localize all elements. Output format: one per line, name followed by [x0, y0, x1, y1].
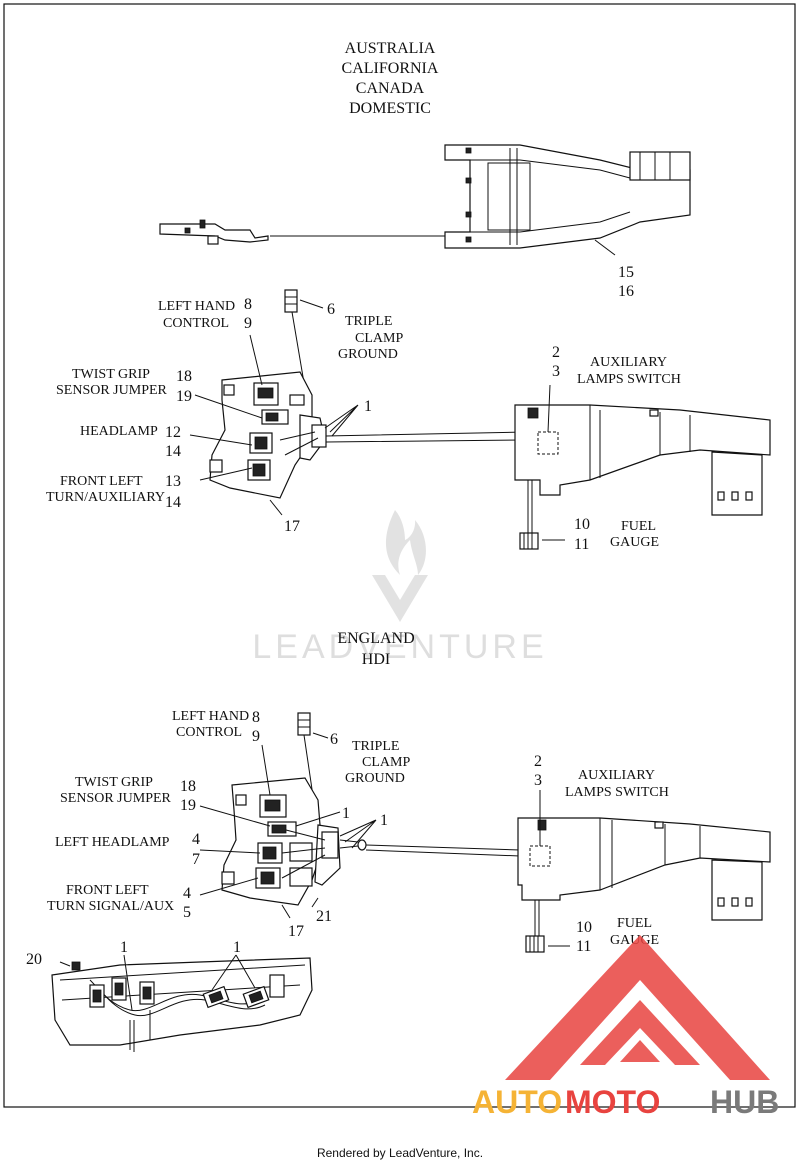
leader-17-bottom — [281, 904, 291, 919]
callout-1-top: 1 — [364, 398, 372, 415]
label-lamps-switch-top: LAMPS SWITCH — [577, 372, 681, 387]
triple-clamp-ground-connector-top — [284, 289, 324, 431]
logo-triangle-inner — [580, 1000, 700, 1065]
callout-1c: 1 — [120, 939, 128, 956]
callout-6: 6 — [327, 301, 335, 318]
callout-8-bottom: 8 — [252, 709, 260, 726]
callout-16: 16 — [618, 283, 634, 300]
callout-5: 5 — [183, 904, 191, 921]
label-triple-bottom: TRIPLE — [352, 739, 399, 754]
callout-13: 13 — [165, 473, 181, 490]
callout-19-bottom: 19 — [180, 797, 196, 814]
callout-2-bottom: 2 — [534, 753, 542, 770]
callout-3-bottom: 3 — [534, 772, 542, 789]
label-clamp-bottom: CLAMP — [362, 755, 410, 770]
label-triple: TRIPLE — [345, 314, 392, 329]
label-control: CONTROL — [163, 316, 229, 331]
callout-2-top: 2 — [552, 344, 560, 361]
label-control-bottom: CONTROL — [176, 725, 242, 740]
leader-17-top — [269, 499, 283, 516]
logo-text-auto: AUTO — [472, 1084, 562, 1120]
callout-1d: 1 — [233, 939, 241, 956]
fairing-harness-20 — [51, 957, 313, 1052]
footer-credit: Rendered by LeadVenture, Inc. — [316, 1146, 484, 1160]
wiring-harness-15-16 — [159, 144, 691, 256]
callout-10-bottom: 10 — [576, 919, 592, 936]
callout-9-bottom: 9 — [252, 728, 260, 745]
label-left-headlamp: LEFT HEADLAMP — [55, 835, 170, 850]
label-ground-bottom: GROUND — [345, 771, 405, 786]
callout-6-bottom: 6 — [330, 731, 338, 748]
callout-17-top: 17 — [284, 518, 300, 535]
label-twist-grip-bottom: TWIST GRIP — [75, 775, 153, 790]
label-lamps-switch-bottom: LAMPS SWITCH — [565, 785, 669, 800]
leader-1-top — [324, 404, 359, 437]
leader-1d — [211, 954, 256, 991]
callout-14a: 14 — [165, 443, 181, 460]
callout-19: 19 — [176, 388, 192, 405]
callout-10-top: 10 — [574, 516, 590, 533]
aux-lamps-switch-harness-top — [514, 384, 771, 550]
label-auxiliary-top: AUXILIARY — [590, 355, 667, 370]
callout-11-top: 11 — [574, 536, 589, 553]
leader-1b-bottom — [339, 819, 377, 849]
callout-20: 20 — [26, 951, 42, 968]
callout-4b: 4 — [183, 885, 191, 902]
label-twist-grip: TWIST GRIP — [72, 367, 150, 382]
logo-triangle-outer — [505, 935, 770, 1080]
region-australia: AUSTRALIA — [345, 40, 436, 57]
label-fuel-bottom: FUEL — [617, 916, 652, 931]
region-canada: CANADA — [356, 80, 425, 97]
label-gauge-top: GAUGE — [610, 535, 659, 550]
label-left-hand: LEFT HAND — [158, 299, 235, 314]
callout-1b-bottom: 1 — [380, 812, 388, 829]
label-ground: GROUND — [338, 347, 398, 362]
callout-18: 18 — [176, 368, 192, 385]
region-england: ENGLAND — [337, 630, 414, 647]
logo-text-moto: MOTO — [565, 1084, 660, 1120]
automotohub-logo: AUTO MOTO HUB — [472, 935, 779, 1120]
label-turn-auxiliary: TURN/AUXILIARY — [46, 490, 165, 505]
logo-text-hub: HUB — [710, 1084, 779, 1120]
label-headlamp: HEADLAMP — [80, 424, 158, 439]
callout-3-top: 3 — [552, 363, 560, 380]
label-sensor-jumper: SENSOR JUMPER — [56, 383, 168, 398]
label-clamp: CLAMP — [355, 331, 403, 346]
callout-1a-bottom: 1 — [342, 805, 350, 822]
label-sensor-jumper-bottom: SENSOR JUMPER — [60, 791, 172, 806]
callout-4a: 4 — [192, 831, 200, 848]
watermark-text: LEADVENTURE — [252, 628, 547, 666]
region-california: CALIFORNIA — [342, 60, 439, 77]
leader-1c — [123, 954, 133, 1011]
callout-14b: 14 — [165, 494, 181, 511]
label-auxiliary-bottom: AUXILIARY — [578, 768, 655, 783]
label-front-left: FRONT LEFT — [60, 474, 143, 489]
callout-17-bottom: 17 — [288, 923, 304, 940]
callout-18-bottom: 18 — [180, 778, 196, 795]
callout-12: 12 — [165, 424, 181, 441]
callout-9: 9 — [244, 315, 252, 332]
logo-triangle-core — [620, 1040, 660, 1062]
label-front-left-bottom: FRONT LEFT — [66, 883, 149, 898]
callout-21: 21 — [316, 908, 332, 925]
leadventure-watermark: LEADVENTURE — [252, 510, 547, 666]
callout-11-bottom: 11 — [576, 938, 591, 955]
top-region-header: AUSTRALIA CALIFORNIA CANADA DOMESTIC — [342, 40, 439, 117]
callout-7: 7 — [192, 851, 200, 868]
aux-lamps-switch-harness-bottom — [517, 790, 771, 953]
label-fuel-top: FUEL — [621, 519, 656, 534]
callout-8: 8 — [244, 296, 252, 313]
diagram-frame — [3, 3, 796, 1108]
label-left-hand-bottom: LEFT HAND — [172, 709, 249, 724]
region-domestic: DOMESTIC — [349, 100, 431, 117]
label-turn-signal-aux: TURN SIGNAL/AUX — [47, 899, 174, 914]
control-bracket-bottom — [199, 744, 521, 906]
region-hdi: HDI — [362, 651, 390, 668]
leader-1a-bottom — [295, 811, 341, 827]
callout-15: 15 — [618, 264, 634, 281]
control-bracket-top — [189, 334, 526, 499]
leader-21 — [311, 897, 319, 908]
